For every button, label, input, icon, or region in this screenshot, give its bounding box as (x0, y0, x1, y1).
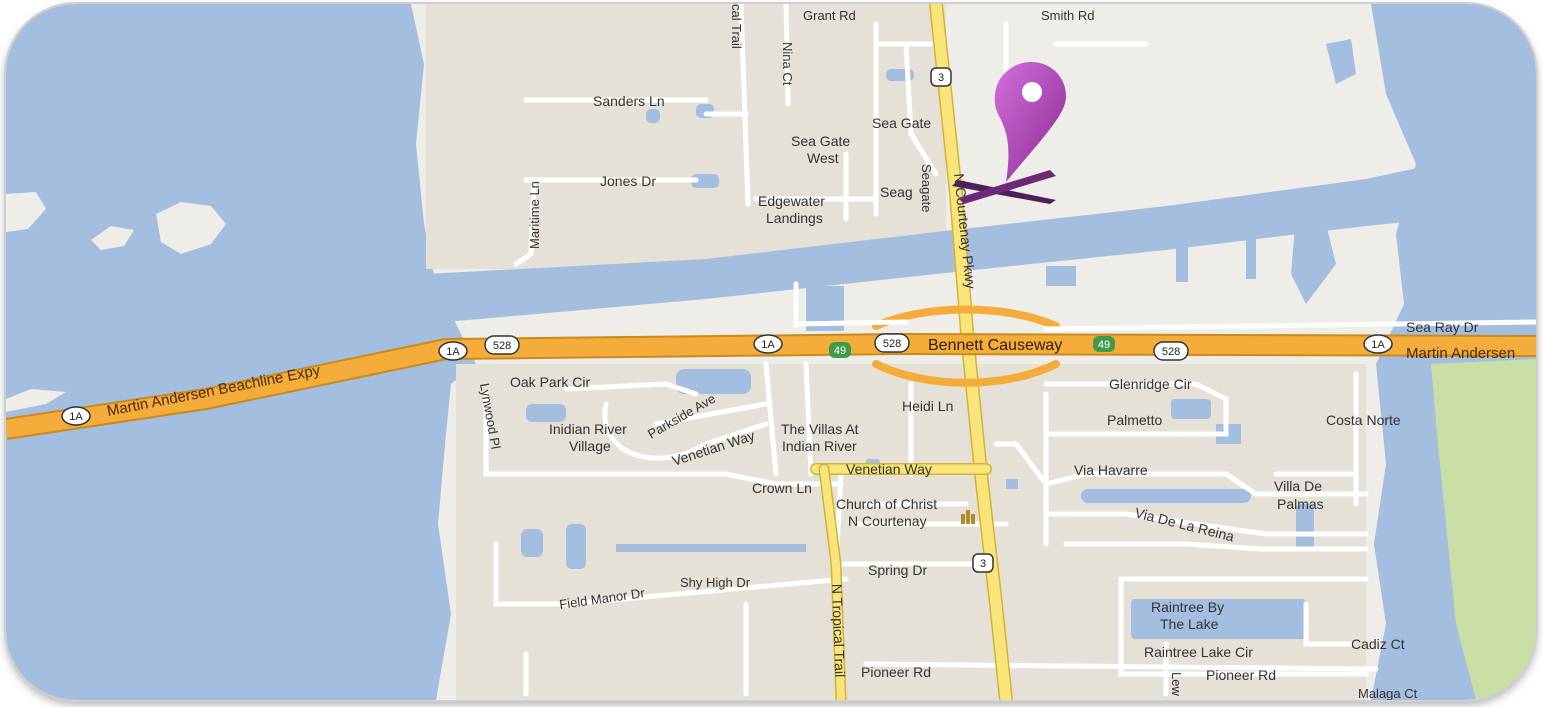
water-finger (1326, 39, 1356, 84)
svg-text:3: 3 (980, 558, 986, 570)
svg-text:49: 49 (1098, 339, 1110, 351)
lake (1131, 599, 1306, 639)
place-sea-gate-west-1: Sea Gate (791, 133, 850, 149)
street-shy-high: Shy High Dr (680, 575, 751, 590)
place-sea-gate-west-2: West (807, 150, 839, 166)
minor-roads-north (513, 4, 1149, 267)
svg-text:528: 528 (1162, 346, 1180, 358)
street-pioneer-right: Pioneer Rd (1206, 667, 1276, 683)
water-finger (1446, 4, 1476, 114)
highway-label-expy-east: Martin Andersen (1406, 345, 1515, 362)
place-costa-norte: Costa Norte (1326, 412, 1401, 428)
street-tropical-top: cal Trail (729, 4, 744, 49)
street-cadiz: Cadiz Ct (1351, 636, 1405, 652)
place-villa-de-palmas-1: Villa De (1274, 478, 1322, 494)
street-nina: Nina Ct (780, 42, 795, 86)
lake (691, 174, 719, 188)
shield-1a-east: 1A (1363, 334, 1393, 354)
place-seagate-small: Seag (880, 184, 913, 200)
street-malaga: Malaga Ct (1358, 686, 1418, 700)
place-edgewater-2: Landings (766, 210, 823, 226)
street-venetian: Venetian Way (846, 461, 932, 477)
water-canal (426, 159, 1536, 322)
place-raintree-by-1: Raintree By (1151, 599, 1224, 615)
major-roads (793, 4, 1536, 700)
shield-49-left: 49 (829, 342, 851, 358)
island (156, 202, 226, 254)
street-jones: Jones Dr (600, 173, 656, 189)
place-indian-river-village-1: Inidian River (549, 421, 627, 437)
place-church-2: N Courtenay (848, 513, 927, 529)
church-icon (961, 510, 975, 524)
shield-49-right: 49 (1093, 336, 1115, 352)
map-pin-icon[interactable] (994, 62, 1066, 182)
lake (521, 529, 543, 557)
street-tropical-trail: N Tropical Trail (829, 584, 848, 678)
street-lew: Lew (1169, 672, 1184, 696)
street-glenridge: Glenridge Cir (1109, 376, 1192, 392)
lake (566, 524, 586, 569)
water-inlet (1246, 229, 1256, 279)
island (91, 226, 134, 250)
lake (526, 404, 566, 422)
lake (616, 544, 806, 552)
street-crown: Crown Ln (752, 480, 812, 496)
street-smith: Smith Rd (1041, 8, 1094, 23)
place-villas-2: Indian River (782, 438, 857, 454)
lake (1296, 504, 1314, 549)
residential-north (426, 4, 946, 269)
svg-text:1A: 1A (446, 346, 460, 358)
svg-text:1A: 1A (1371, 339, 1385, 351)
shield-3-north: 3 (930, 67, 952, 87)
lake (676, 369, 751, 394)
street-pioneer-left: Pioneer Rd (861, 664, 931, 680)
island (6, 389, 66, 412)
svg-text:528: 528 (883, 338, 901, 350)
svg-text:1A: 1A (69, 411, 83, 423)
street-sea-ray: Sea Ray Dr (1406, 319, 1479, 335)
street-grant: Grant Rd (803, 8, 856, 23)
svg-text:1A: 1A (761, 339, 775, 351)
water-finger (1291, 204, 1336, 304)
location-cross-icon (952, 170, 1056, 204)
street-heidi: Heidi Ln (902, 398, 953, 414)
shield-528-right: 528 (1153, 341, 1189, 361)
water-inlet (1046, 266, 1076, 286)
place-palmetto: Palmetto (1107, 412, 1162, 428)
park-area (1431, 359, 1536, 700)
place-church-1: Church of Christ (836, 496, 937, 512)
street-via-havarre: Via Havarre (1074, 462, 1148, 478)
lake (1006, 479, 1018, 489)
highway-label-causeway: Bennett Causeway (928, 337, 1062, 354)
place-raintree-by-2: The Lake (1160, 616, 1219, 632)
street-oak-park: Oak Park Cir (510, 374, 590, 390)
shield-528-left: 528 (484, 335, 520, 355)
shield-3-south: 3 (972, 553, 994, 573)
street-seagate-vert: Seagate (919, 164, 934, 212)
svg-text:3: 3 (938, 72, 944, 84)
lake (1171, 399, 1211, 419)
water-lagoon-left (6, 4, 476, 700)
place-sea-gate: Sea Gate (872, 115, 931, 131)
shield-1a-mid: 1A (753, 334, 783, 354)
street-maritime: Maritime Ln (527, 181, 542, 249)
svg-text:49: 49 (834, 345, 846, 357)
map-frame: Martin Andersen Beachline Expy Bennett C… (6, 4, 1536, 700)
lake (1081, 489, 1251, 503)
shield-1a-west: 1A (61, 406, 91, 426)
place-villas-1: The Villas At (781, 421, 859, 437)
street-sanders: Sanders Ln (593, 93, 665, 109)
place-edgewater-1: Edgewater (758, 193, 825, 209)
street-spring: Spring Dr (868, 562, 927, 578)
place-villa-de-palmas-2: Palmas (1277, 496, 1324, 512)
shield-1a-mid-left: 1A (438, 341, 468, 361)
place-indian-river-village-2: Village (569, 438, 611, 454)
shield-528-mid: 528 (874, 333, 910, 353)
map-canvas[interactable]: Martin Andersen Beachline Expy Bennett C… (6, 4, 1536, 700)
street-raintree-lake: Raintree Lake Cir (1144, 644, 1253, 660)
water-inlet (1176, 242, 1188, 282)
svg-text:528: 528 (493, 340, 511, 352)
lake (646, 109, 660, 123)
island (6, 192, 46, 232)
